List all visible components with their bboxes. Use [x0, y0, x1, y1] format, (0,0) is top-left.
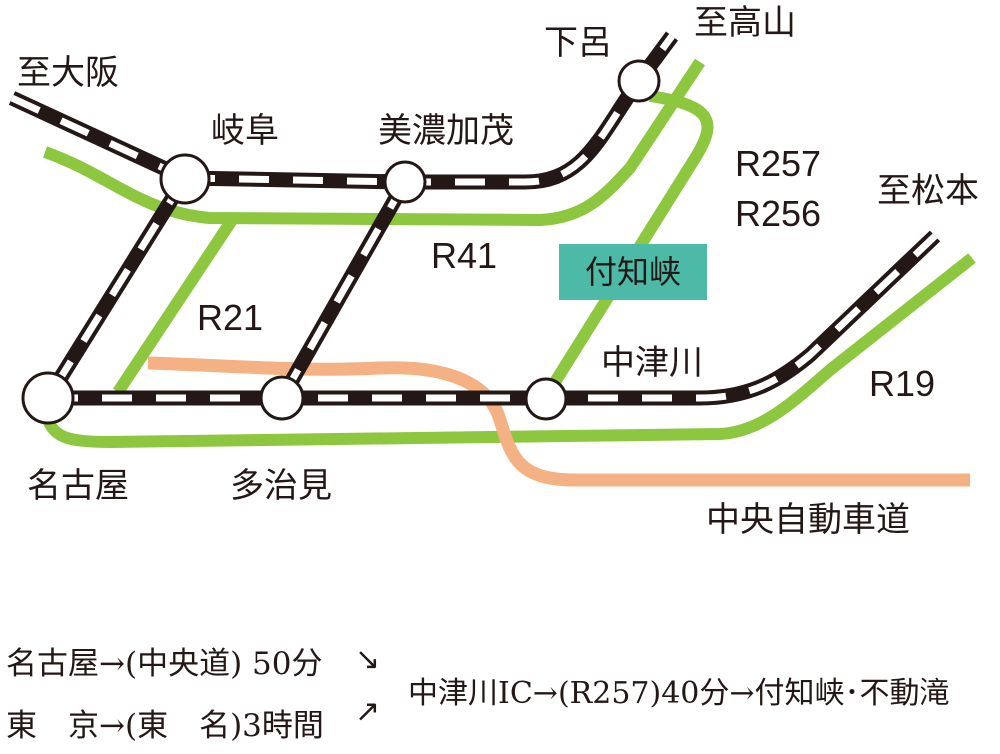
road-layer: [42, 58, 976, 448]
route-info-nakatsugawa: 中津川IC→(R257)40分→付知峡･不動滝: [408, 676, 950, 711]
destination-label: 付知峡: [585, 253, 681, 291]
label-to-matsumoto: 至松本: [877, 171, 979, 211]
expressway-chuo: [147, 356, 970, 487]
label-nagoya: 名古屋: [27, 466, 129, 506]
label-r41: R41: [431, 235, 497, 276]
label-r19: R19: [869, 363, 935, 404]
label-r21: R21: [197, 297, 263, 338]
station-minokamo-marker: [383, 160, 427, 204]
arrow-down-right-icon: ↘: [355, 642, 381, 677]
station-markers: [21, 59, 661, 425]
station-gifu-marker: [159, 153, 211, 205]
label-tajimi: 多治見: [230, 466, 332, 506]
label-r257: R257: [735, 143, 821, 184]
label-gero: 下呂: [544, 23, 612, 63]
label-gifu: 岐阜: [211, 111, 279, 151]
label-to-osaka: 至大阪: [17, 53, 119, 93]
road-r21: [112, 216, 238, 396]
rail-layer: [8, 31, 941, 406]
road-r257: [539, 90, 714, 402]
label-to-takayama: 至高山: [694, 3, 796, 43]
station-tajimi-marker: [259, 375, 305, 421]
label-r256: R256: [735, 193, 821, 234]
label-nakatsugawa: 中津川: [601, 343, 703, 383]
label-minokamo: 美濃加茂: [378, 111, 514, 151]
route-info-nagoya: 名古屋→(中央道) 50分: [6, 646, 323, 682]
arrow-up-right-icon: ↗: [355, 694, 381, 729]
road-r41: [42, 58, 706, 226]
route-info-tokyo: 東 京→(東 名)3時間: [6, 708, 324, 744]
station-nagoya-marker: [21, 371, 75, 425]
station-nakatsugawa-marker: [524, 377, 568, 421]
station-gero-marker: [617, 59, 661, 103]
destination-box: [559, 244, 707, 300]
label-expressway: 中央自動車道: [706, 500, 910, 540]
rail-tokaido-line: [8, 91, 189, 185]
road-r19: [42, 253, 976, 448]
